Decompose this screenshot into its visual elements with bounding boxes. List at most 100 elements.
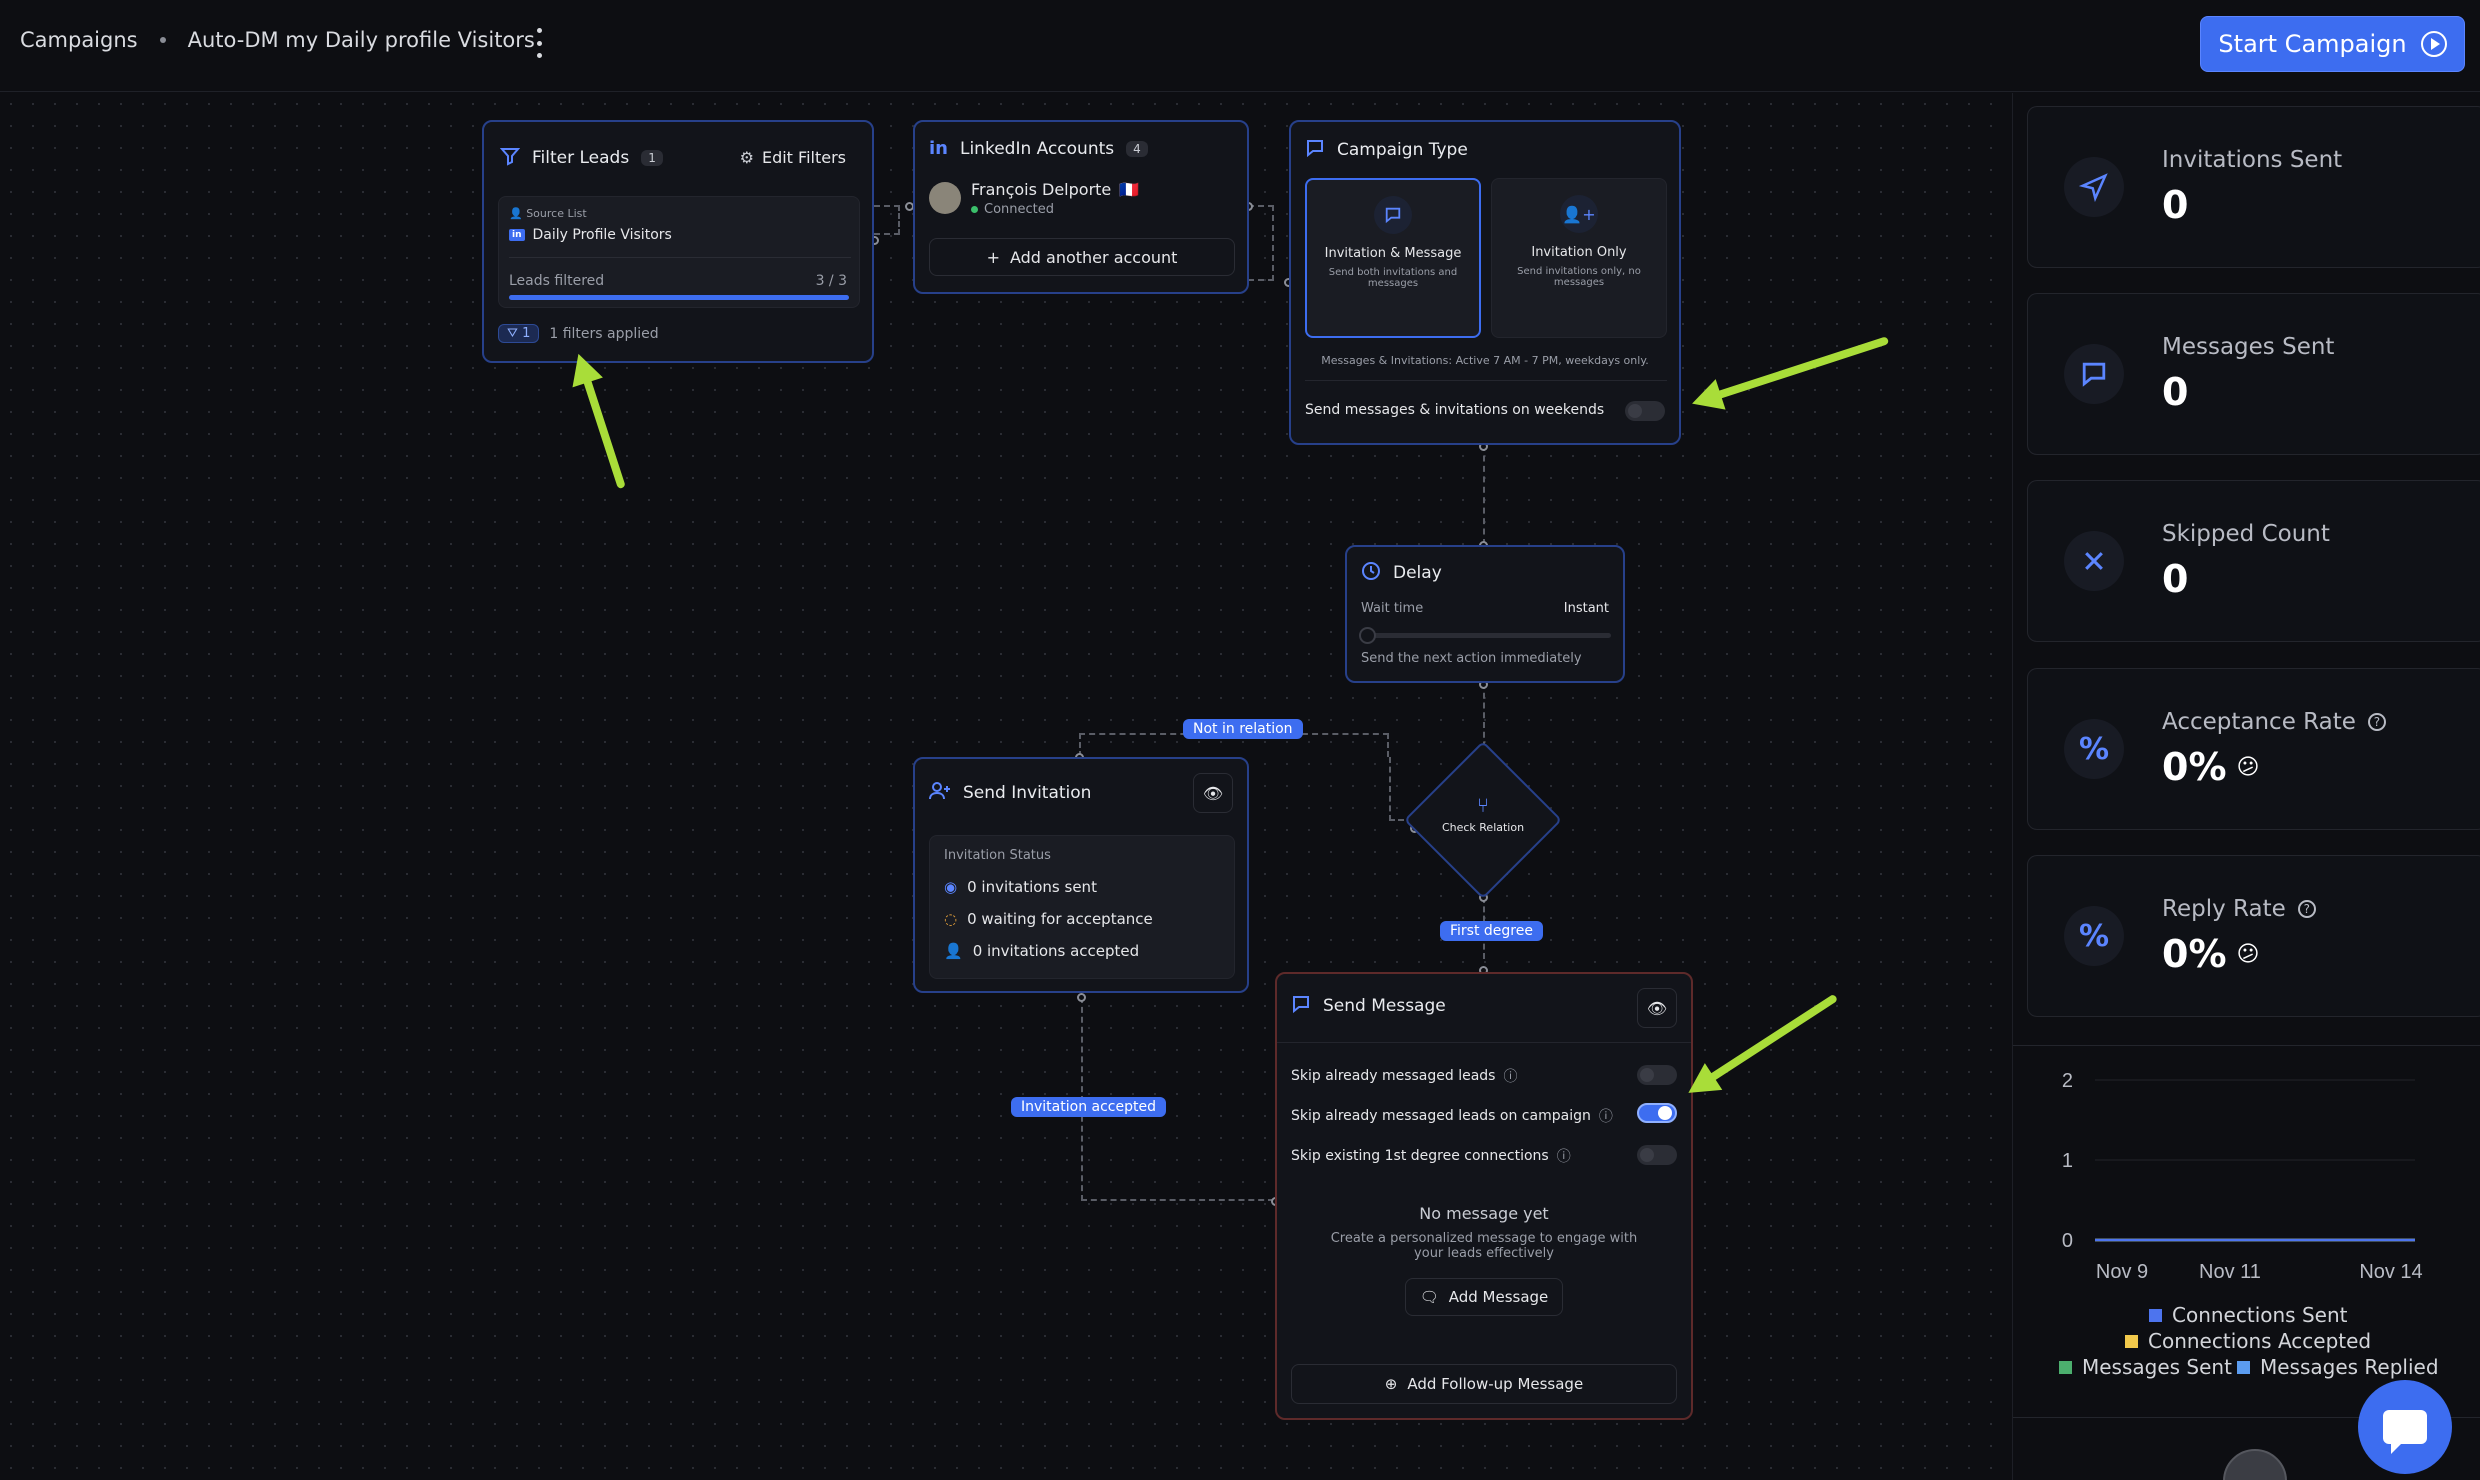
workflow-canvas[interactable]: Filter Leads 1 ⚙ Edit Filters 👤 Source L…	[0, 93, 2010, 1480]
weekend-toggle[interactable]	[1625, 401, 1665, 421]
skip-first-degree-toggle[interactable]	[1637, 1145, 1677, 1165]
add-account-label: Add another account	[1009, 247, 1178, 267]
stat-acceptance-rate: % Acceptance Rate? 0%😕	[2027, 668, 2480, 830]
send-icon	[2064, 157, 2124, 217]
skip-first-degree-label: Skip existing 1st degree connections	[1291, 1148, 1549, 1164]
option1-title: Invitation & Message	[1324, 246, 1462, 261]
active-hours-note: Messages & Invitations: Active 7 AM - 7 …	[1321, 354, 1649, 367]
message-icon	[1291, 994, 1311, 1017]
legend-swatch	[2149, 1308, 2162, 1322]
leads-filtered-value: 3 / 3	[815, 273, 847, 289]
stat-label: Acceptance Rate	[2162, 709, 2356, 735]
connector	[1483, 445, 1485, 545]
x-tick-label: Nov 9	[2096, 1261, 2148, 1283]
stat-value: 0%	[2162, 932, 2227, 976]
campaign-type-node[interactable]: Campaign Type Invitation & Message Send …	[1289, 120, 1681, 445]
user-check-icon: 👤	[944, 942, 963, 960]
edit-filters-button[interactable]: ⚙ Edit Filters	[740, 148, 846, 167]
wait-time-slider[interactable]	[1359, 627, 1611, 644]
eye-icon[interactable]: 👁	[1193, 773, 1233, 813]
filter-icon	[499, 146, 521, 169]
invitations-waiting-text: 0 waiting for acceptance	[967, 910, 1153, 928]
help-icon[interactable]: ?	[2297, 900, 2316, 918]
start-campaign-button[interactable]: Start Campaign	[2200, 16, 2465, 72]
legend-label: Connections Sent	[2172, 1303, 2348, 1327]
annotation-arrow	[1679, 993, 1839, 1107]
info-icon: ⓘ	[1556, 1149, 1571, 1165]
stats-panel: Invitations Sent 0 Messages Sent 0 Skipp…	[2012, 93, 2480, 1480]
stat-messages-sent: Messages Sent 0	[2027, 293, 2480, 455]
annotation-arrow	[1687, 336, 1890, 419]
top-bar: Campaigns Auto-DM my Daily profile Visit…	[0, 0, 2480, 92]
send-message-node[interactable]: Send Message 👁 Skip already messaged lea…	[1275, 972, 1693, 1420]
legend-swatch	[2059, 1360, 2072, 1374]
percent-icon: %	[2064, 719, 2124, 779]
legend-item: Connections Accepted	[2125, 1329, 2371, 1353]
linkedin-icon: in	[509, 229, 525, 241]
legend-item: Messages Replied	[2237, 1355, 2439, 1379]
send-invitation-node[interactable]: Send Invitation 👁 Invitation Status ◉ 0 …	[913, 757, 1249, 993]
stat-skipped-count: Skipped Count 0	[2027, 480, 2480, 642]
leads-filtered-bar	[509, 295, 849, 300]
option1-desc: Send both invitations and messages	[1328, 267, 1458, 289]
message-icon	[2064, 344, 2124, 404]
campaign-name: Auto-DM my Daily profile Visitors	[187, 28, 535, 52]
y-tick-label: 2	[2062, 1070, 2073, 1092]
message-icon	[1374, 196, 1412, 234]
skip-campaign-toggle[interactable]	[1637, 1103, 1677, 1123]
add-message-button[interactable]: 🗨 Add Message	[1405, 1278, 1563, 1316]
filter-leads-node[interactable]: Filter Leads 1 ⚙ Edit Filters 👤 Source L…	[482, 120, 874, 363]
check-relation-label: Check Relation	[1441, 821, 1525, 834]
france-flag-icon: 🇫🇷	[1119, 180, 1140, 199]
help-icon[interactable]: ?	[2367, 713, 2386, 731]
wait-time-label: Wait time	[1361, 601, 1424, 616]
slider-handle[interactable]	[1359, 627, 1376, 644]
confused-face-icon: 😕	[2236, 941, 2260, 967]
filters-applied-badge: ⛛ 1	[498, 324, 540, 343]
y-tick-label: 1	[2062, 1150, 2073, 1172]
chat-support-button[interactable]	[2358, 1380, 2452, 1474]
stat-label: Invitations Sent	[2162, 147, 2343, 173]
source-list-card: 👤 Source List in Daily Profile Visitors …	[498, 196, 860, 308]
add-followup-label: Add Follow-up Message	[1407, 1375, 1584, 1393]
leads-filtered-label: Leads filtered	[509, 273, 605, 289]
add-user-icon: 👤+	[1560, 195, 1598, 233]
loading-icon: ◌	[944, 910, 958, 928]
branch-icon: ⑂	[1477, 793, 1489, 817]
plus-circle-icon: ⊕	[1384, 1375, 1398, 1393]
wait-time-value: Instant	[1563, 601, 1609, 616]
skip-messaged-label: Skip already messaged leads	[1291, 1068, 1496, 1084]
user-icon: 👤	[509, 207, 523, 220]
delay-title: Delay	[1393, 562, 1442, 583]
breadcrumb-campaigns[interactable]: Campaigns	[20, 28, 138, 52]
add-user-icon	[929, 781, 951, 804]
invitation-status-label: Invitation Status	[944, 848, 1051, 863]
linkedin-accounts-node[interactable]: in LinkedIn Accounts 4 François Delporte…	[913, 120, 1249, 294]
start-campaign-label: Start Campaign	[2218, 30, 2407, 58]
filter-count-badge: 1	[641, 149, 663, 166]
not-in-relation-label: Not in relation	[1183, 719, 1303, 739]
message-icon: 🗨	[1419, 1288, 1439, 1306]
invitation-and-message-option[interactable]: Invitation & Message Send both invitatio…	[1305, 178, 1481, 338]
connector	[1248, 205, 1274, 281]
confused-face-icon: 😕	[2236, 754, 2260, 780]
delay-node[interactable]: Delay Wait time Instant Send the next ac…	[1345, 545, 1625, 683]
add-account-button[interactable]: + Add another account	[929, 238, 1235, 276]
add-followup-button[interactable]: ⊕ Add Follow-up Message	[1291, 1364, 1677, 1404]
more-options-icon[interactable]	[532, 28, 546, 58]
option2-title: Invitation Only	[1531, 245, 1627, 260]
connector-handle[interactable]	[1077, 993, 1086, 1002]
legend-swatch	[2237, 1360, 2250, 1374]
option2-desc: Send invitations only, no messages	[1517, 266, 1641, 288]
campaign-type-title: Campaign Type	[1337, 139, 1468, 160]
first-degree-label: First degree	[1440, 921, 1543, 941]
legend-swatch	[2125, 1334, 2138, 1348]
skip-messaged-toggle[interactable]	[1637, 1065, 1677, 1085]
account-name: François Delporte	[971, 180, 1112, 199]
x-tick-label: Nov 11	[2199, 1261, 2261, 1283]
stat-invitations-sent: Invitations Sent 0	[2027, 106, 2480, 268]
eye-icon[interactable]: 👁	[1637, 988, 1677, 1028]
invitation-only-option[interactable]: 👤+ Invitation Only Send invitations only…	[1491, 178, 1667, 338]
delay-desc: Send the next action immediately	[1361, 651, 1582, 666]
